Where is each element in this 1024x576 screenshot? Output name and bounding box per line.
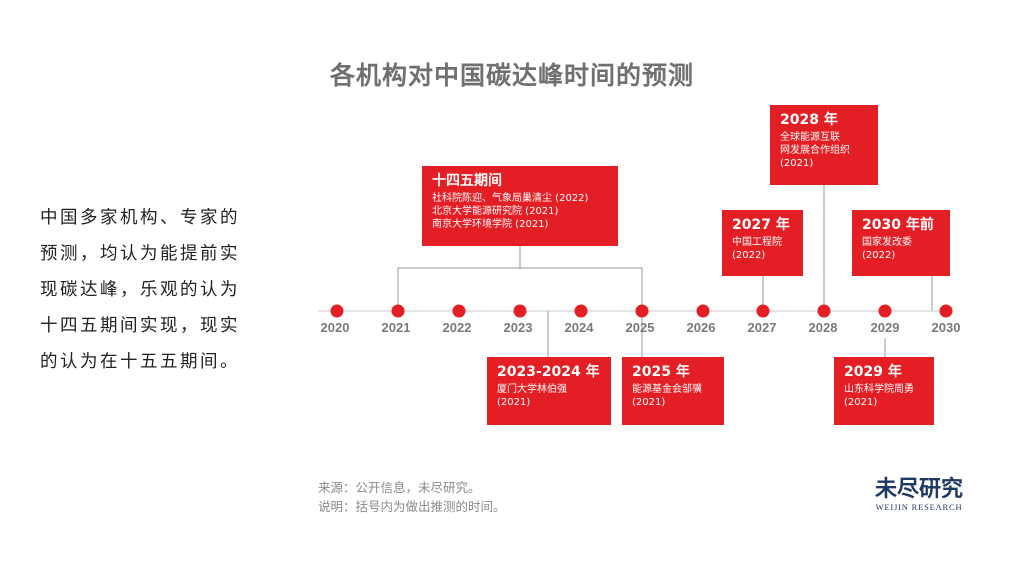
prediction-source: 网发展合作组织 <box>780 145 850 156</box>
timeline-dot <box>330 304 344 318</box>
timeline-dot <box>696 304 710 318</box>
connector-lines <box>397 185 933 357</box>
year-label: 2027 <box>748 320 777 335</box>
prediction-heading: 2030 年前 <box>862 217 934 233</box>
prediction-source: 国家发改委 <box>862 237 912 248</box>
year-label: 2024 <box>565 320 595 335</box>
prediction-source: 社科院陈迎、气象局巢清尘 (2022) <box>432 193 589 204</box>
year-label: 2023 <box>504 320 533 335</box>
source-line: 来源：公开信息，未尽研究。 <box>318 480 481 495</box>
prediction-box-2030: 2030 年前 国家发改委 (2022) <box>852 210 950 276</box>
summary-text: 中国多家机构、专家的 预测，均认为能提前实 现碳达峰，乐观的认为 十四五期间实现… <box>40 200 272 380</box>
brand-logo: 未尽研究 WEIJIN RESEARCH <box>866 476 972 512</box>
prediction-source: (2021) <box>780 158 814 169</box>
prediction-heading: 2023-2024 年 <box>497 364 600 380</box>
timeline-dot <box>635 304 649 318</box>
summary-line: 现碳达峰，乐观的认为 <box>40 280 240 300</box>
prediction-source: (2022) <box>862 250 896 261</box>
year-label: 2026 <box>687 320 716 335</box>
prediction-source: 全球能源互联 <box>780 132 840 143</box>
summary-line: 预测，均认为能提前实 <box>40 244 240 264</box>
prediction-source: 中国工程院 <box>732 237 782 248</box>
connector-14th-fyp <box>520 267 643 311</box>
timeline-dot <box>756 304 770 318</box>
year-label: 2020 <box>321 320 350 335</box>
prediction-source: (2021) <box>844 397 878 408</box>
prediction-source: (2021) <box>497 397 531 408</box>
prediction-source: (2021) <box>632 397 666 408</box>
timeline-dots <box>330 304 953 318</box>
source-note: 来源：公开信息，未尽研究。 说明：括号内为做出推测的时间。 <box>318 478 506 516</box>
timeline-dot <box>939 304 953 318</box>
summary-line: 十四五期间实现，现实 <box>40 316 240 336</box>
year-label: 2021 <box>382 320 411 335</box>
prediction-box-14th-fyp: 十四五期间 社科院陈迎、气象局巢清尘 (2022) 北京大学能源研究院 (202… <box>422 166 618 246</box>
prediction-box-2025: 2025 年 能源基金会邹骥 (2021) <box>622 357 724 425</box>
connector-14th-fyp <box>397 246 521 311</box>
page-title: 各机构对中国碳达峰时间的预测 <box>329 61 694 90</box>
timeline-dot <box>878 304 892 318</box>
logo-en: WEIJIN RESEARCH <box>875 502 963 512</box>
prediction-heading: 2028 年 <box>780 112 838 128</box>
timeline-dot <box>513 304 527 318</box>
year-label: 2022 <box>443 320 472 335</box>
prediction-source: 北京大学能源研究院 (2021) <box>432 206 559 217</box>
timeline-dot <box>817 304 831 318</box>
year-label: 2025 <box>626 320 655 335</box>
prediction-source: 山东科学院周勇 <box>844 384 914 395</box>
prediction-box-2029: 2029 年 山东科学院周勇 (2021) <box>834 357 934 425</box>
year-label: 2030 <box>932 320 961 335</box>
prediction-heading: 2027 年 <box>732 217 790 233</box>
prediction-source: (2022) <box>732 250 766 261</box>
timeline-dot <box>391 304 405 318</box>
prediction-heading: 十四五期间 <box>432 173 502 189</box>
prediction-heading: 2029 年 <box>844 364 902 380</box>
logo-cn: 未尽研究 <box>874 476 963 502</box>
prediction-box-2027: 2027 年 中国工程院 (2022) <box>722 210 803 276</box>
year-label: 2029 <box>871 320 900 335</box>
prediction-box-2028: 2028 年 全球能源互联 网发展合作组织 (2021) <box>770 105 878 185</box>
year-label: 2028 <box>809 320 838 335</box>
note-line: 说明：括号内为做出推测的时间。 <box>318 499 506 514</box>
timeline-dot <box>574 304 588 318</box>
prediction-box-2023-2024: 2023-2024 年 厦门大学林伯强 (2021) <box>487 357 611 425</box>
summary-line: 的认为在十五五期间。 <box>40 352 240 372</box>
prediction-source: 南京大学环境学院 (2021) <box>432 219 549 230</box>
prediction-heading: 2025 年 <box>632 364 690 380</box>
prediction-source: 能源基金会邹骥 <box>632 384 702 395</box>
timeline-dot <box>452 304 466 318</box>
summary-line: 中国多家机构、专家的 <box>40 208 240 228</box>
prediction-source: 厦门大学林伯强 <box>497 384 567 395</box>
